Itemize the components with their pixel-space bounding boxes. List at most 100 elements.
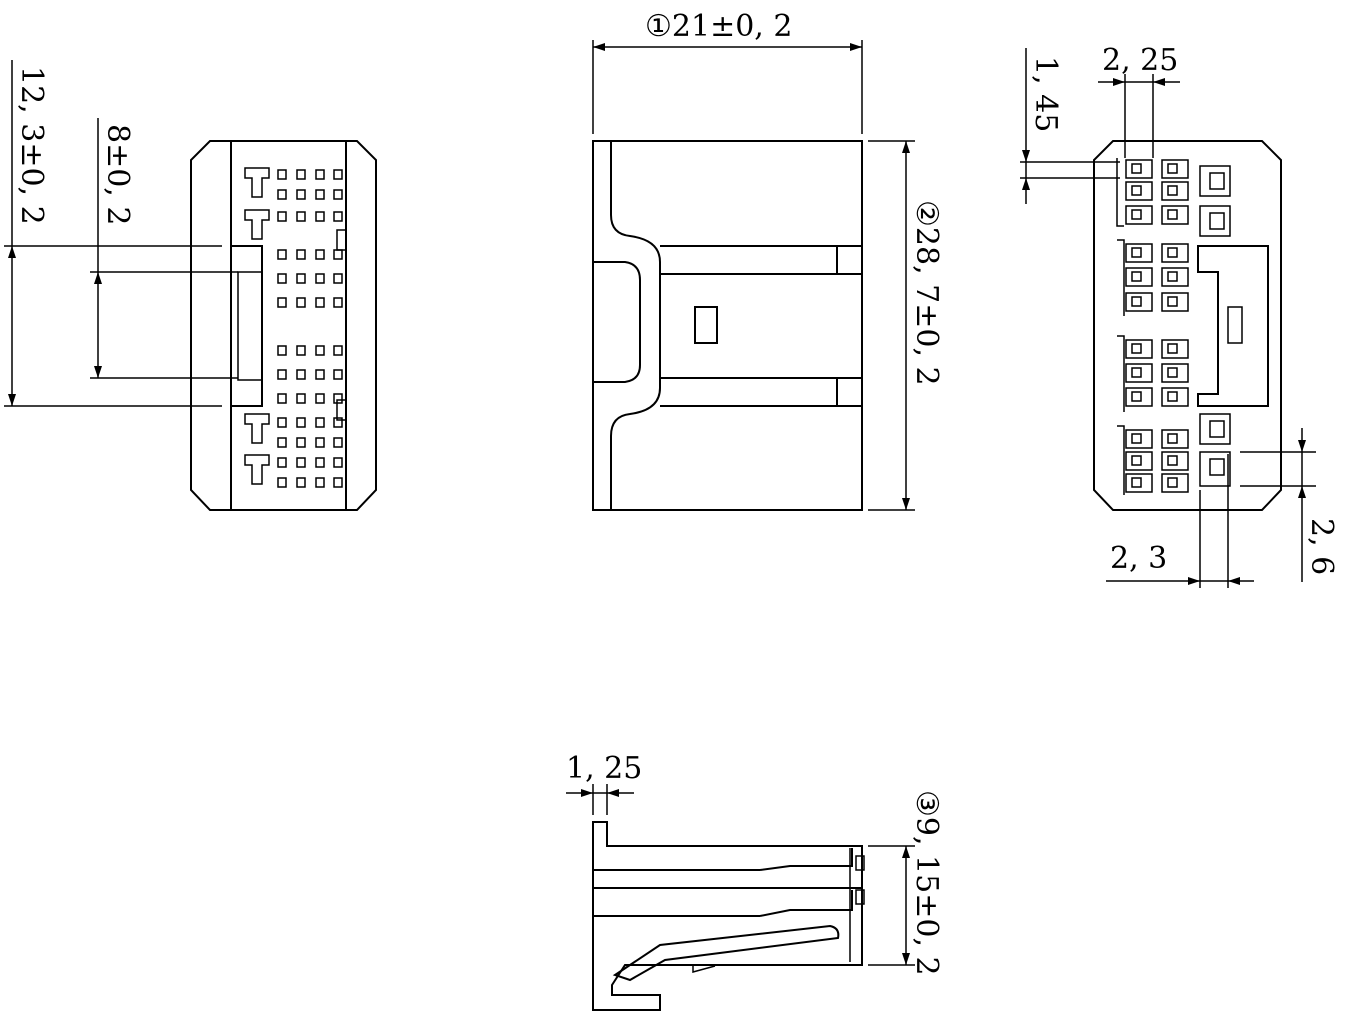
front-view-outline: [592, 140, 863, 511]
terminal-contact: [1131, 185, 1142, 196]
pin-hole: [277, 477, 287, 488]
terminal-cell: [1161, 387, 1189, 407]
dim-left-outer: 12, 3±0, 2: [14, 66, 49, 225]
front-view: [592, 140, 863, 511]
terminal-contact: [1131, 343, 1142, 354]
pin-hole: [296, 345, 306, 356]
side-terminal: [1199, 451, 1231, 487]
right-view-outline: [1093, 140, 1282, 511]
pin-hole: [333, 249, 343, 260]
pin-hole: [296, 297, 306, 308]
pin-hole: [333, 211, 343, 222]
arrow-head: [593, 43, 605, 51]
pin-hole: [296, 393, 306, 404]
pin-hole: [277, 437, 287, 448]
arrow-head: [902, 846, 910, 858]
pin-hole: [277, 273, 287, 284]
terminal-cell: [1125, 243, 1153, 263]
terminal-cell: [1161, 363, 1189, 383]
t-terminal-shape: [244, 413, 270, 444]
side-terminal: [1199, 413, 1231, 445]
dim-right-pitch-right: 2, 6: [1304, 518, 1339, 575]
arrow-head: [607, 789, 619, 797]
arrow-head: [94, 366, 102, 378]
terminal-cell: [1161, 181, 1189, 201]
pin-hole: [296, 211, 306, 222]
side-terminal-contact: [1209, 420, 1225, 438]
left-dimensions: 12, 3±0, 2 8±0, 2: [4, 60, 238, 407]
pin-hole: [277, 211, 287, 222]
terminal-contact: [1167, 391, 1178, 402]
pin-hole: [277, 345, 287, 356]
terminal-cell: [1161, 205, 1189, 225]
terminal-cell: [1161, 339, 1189, 359]
arrow-head: [8, 394, 16, 406]
pin-hole: [277, 249, 287, 260]
terminal-contact: [1167, 185, 1178, 196]
dim-right-pitch-vertical: 1, 45: [1028, 56, 1063, 132]
arrow-head: [1298, 440, 1306, 452]
terminal-cell: [1125, 473, 1153, 493]
terminal-cell: [1125, 387, 1153, 407]
terminal-cell: [1125, 159, 1153, 179]
pin-hole: [315, 437, 325, 448]
pin-hole: [333, 169, 343, 180]
right-view-step: [1117, 425, 1125, 495]
pin-hole: [296, 369, 306, 380]
pin-hole: [277, 297, 287, 308]
terminal-contact: [1167, 163, 1178, 174]
pin-hole: [277, 393, 287, 404]
side-terminal: [1199, 205, 1231, 237]
pin-hole: [315, 189, 325, 200]
terminal-contact: [1131, 433, 1142, 444]
terminal-cell: [1125, 205, 1153, 225]
terminal-cell: [1125, 292, 1153, 312]
pin-hole: [277, 457, 287, 468]
pin-hole: [333, 393, 343, 404]
side-view-notch: [692, 965, 716, 973]
side-view-hook: [612, 924, 840, 982]
pin-hole: [315, 169, 325, 180]
right-view-step: [1117, 239, 1125, 316]
arrow-head: [1228, 577, 1240, 585]
terminal-contact: [1167, 455, 1178, 466]
arrow-head: [902, 953, 910, 965]
dim-front-width: ①21±0, 2: [645, 9, 792, 44]
pin-hole: [277, 189, 287, 200]
pin-hole: [333, 417, 343, 428]
pin-hole: [333, 273, 343, 284]
arrow-head: [94, 272, 102, 284]
side-view-beam: [759, 890, 853, 917]
front-view-window: [694, 306, 718, 344]
dim-right-pitch-horizontal: 2, 25: [1102, 43, 1178, 78]
right-view-step: [1116, 158, 1124, 227]
pin-hole: [296, 249, 306, 260]
pin-hole: [315, 417, 325, 428]
t-terminal-shape: [244, 167, 270, 198]
terminal-contact: [1167, 367, 1178, 378]
terminal-cell: [1125, 267, 1153, 287]
terminal-cell: [1161, 159, 1189, 179]
side-dimensions: 1, 25 ③9, 15±0, 2: [566, 751, 944, 976]
pin-hole: [296, 169, 306, 180]
pin-hole: [296, 457, 306, 468]
pin-hole: [315, 297, 325, 308]
t-terminal-shape: [244, 454, 270, 485]
pin-hole: [315, 393, 325, 404]
t-terminal-shape: [244, 209, 270, 240]
pin-hole: [315, 249, 325, 260]
dim-left-inner: 8±0, 2: [100, 124, 135, 225]
side-view-beam: [759, 848, 853, 871]
pin-hole: [296, 273, 306, 284]
pin-hole: [315, 477, 325, 488]
left-view-outline: [190, 140, 377, 511]
left-view-t-shapes: [244, 167, 270, 485]
terminal-contact: [1167, 433, 1178, 444]
dim-side-depth: ③9, 15±0, 2: [909, 790, 944, 976]
right-view-step: [1117, 335, 1125, 412]
pin-hole: [277, 169, 287, 180]
pin-hole: [333, 457, 343, 468]
arrow-head: [1298, 486, 1306, 498]
